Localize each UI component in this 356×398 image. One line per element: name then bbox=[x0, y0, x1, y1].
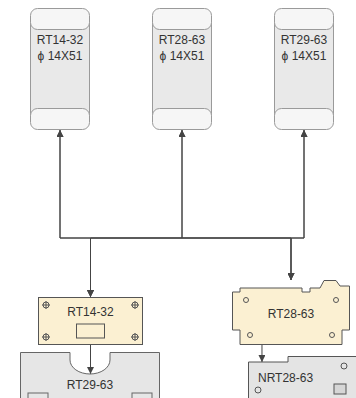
connector-line bbox=[182, 130, 291, 280]
connector-line bbox=[91, 130, 305, 297]
dimension-label: ϕ 14X51 bbox=[152, 48, 212, 64]
part-name: RT29-63 bbox=[274, 32, 334, 48]
fuse-switch: NRT28-63 bbox=[248, 356, 356, 398]
connector-line bbox=[60, 130, 291, 280]
fuse-cartridge: RT14-32ϕ 14X51 bbox=[30, 8, 90, 130]
part-name: RT28-63 bbox=[152, 32, 212, 48]
fuse-holder-outline bbox=[38, 297, 143, 345]
connector-line bbox=[60, 130, 91, 297]
fuse-cartridge-outline bbox=[30, 8, 90, 130]
connector-line bbox=[291, 130, 304, 280]
part-name: RT28-63 bbox=[232, 306, 350, 322]
fuse-cartridge: RT28-63ϕ 14X51 bbox=[152, 8, 212, 130]
part-name: RT29-63 bbox=[20, 377, 160, 393]
dimension-label: ϕ 14X51 bbox=[274, 48, 334, 64]
dimension-label: ϕ 14X51 bbox=[30, 48, 90, 64]
fuse-cartridge-outline bbox=[152, 8, 212, 130]
fuse-cartridge: RT29-63ϕ 14X51 bbox=[274, 8, 334, 130]
part-name: RT14-32 bbox=[30, 32, 90, 48]
connector-line bbox=[91, 130, 183, 297]
fuse-base: RT29-63 bbox=[20, 352, 160, 398]
connector-line bbox=[261, 345, 262, 362]
connector-line bbox=[90, 345, 91, 374]
fuse-holder: RT14-32 bbox=[38, 297, 143, 345]
fuse-holder: RT28-63 bbox=[232, 280, 350, 345]
fuse-cartridge-outline bbox=[274, 8, 334, 130]
part-name: NRT28-63 bbox=[258, 370, 356, 386]
part-name: RT14-32 bbox=[38, 304, 143, 320]
